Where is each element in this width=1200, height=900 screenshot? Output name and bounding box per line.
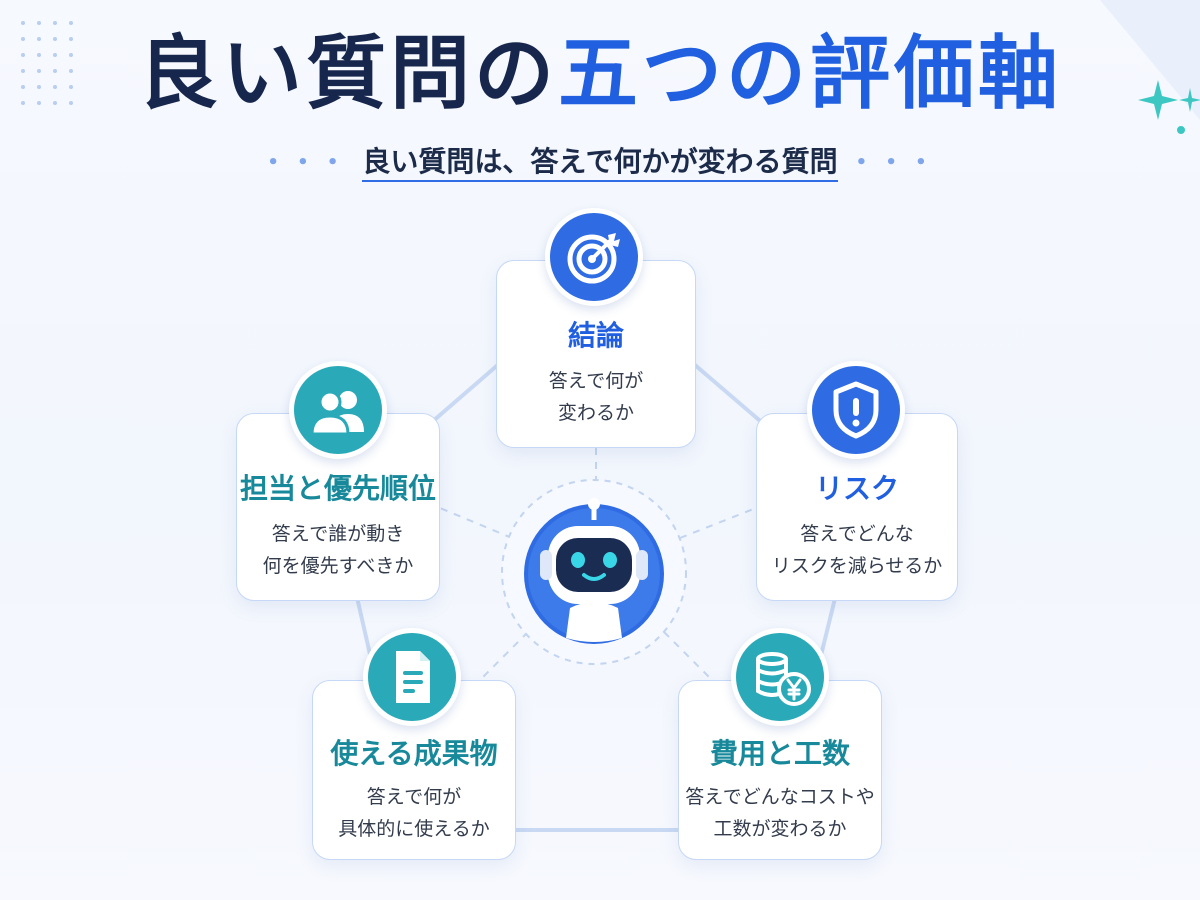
page-title: 良い質問の五つの評価軸	[0, 28, 1200, 120]
card-title: 担当と優先順位	[239, 472, 436, 505]
spoke-cost	[663, 631, 717, 685]
people-icon	[310, 390, 364, 436]
card-description-line: 工数が変わるか	[713, 818, 847, 841]
badge-deliverable	[363, 628, 461, 726]
card-description-line: 答えでどんなコストや	[685, 786, 875, 808]
card-description-line: リスクを減らせるか	[771, 555, 943, 578]
badge-owner-priority	[289, 361, 387, 459]
page-title-part1: 良い質問の	[138, 27, 558, 120]
card-description: 答えでどんな リスクを減らせるか	[757, 518, 957, 583]
badge-cost	[731, 628, 829, 726]
card-description: 答えでどんなコストや 工数が変わるか	[679, 781, 881, 846]
sparkle-icon	[1179, 88, 1200, 112]
page-title-part2: 五つの評価軸	[558, 27, 1062, 120]
subtitle-right-dots: • • •	[855, 152, 933, 174]
card-description: 答えで誰が動き 何を優先すべきか	[237, 518, 439, 583]
subtitle-row: • • • 良い質問は、答えで何かが変わる質問 • • •	[0, 142, 1200, 182]
subtitle-text: 良い質問は、答えで何かが変わる質問	[362, 145, 838, 182]
card-title: リスク	[814, 472, 899, 505]
spoke-deliverable	[475, 631, 529, 685]
card-title: 結論	[567, 319, 624, 352]
shield-alert-icon	[833, 381, 879, 439]
robot-icon	[524, 498, 664, 644]
center-robot	[498, 478, 690, 670]
card-description-line: 変わるか	[557, 402, 634, 425]
badge-conclusion	[545, 208, 643, 306]
card-description-line: 具体的に使えるか	[338, 818, 490, 841]
document-icon	[396, 651, 430, 703]
badge-risk	[807, 361, 905, 459]
card-title: 使える成果物	[330, 737, 498, 770]
card-description: 答えで何が 具体的に使えるか	[313, 781, 515, 846]
decorative-dot-grid	[21, 21, 73, 105]
target-icon	[567, 233, 620, 284]
sparkle-decoration	[1100, 0, 1200, 134]
card-description-line: 答えでどんな	[800, 523, 914, 545]
spoke-risk	[679, 507, 757, 539]
card-description-line: 答えで何が	[548, 370, 644, 392]
card-description: 答えで何が 変わるか	[497, 365, 695, 430]
card-description-line: 答えで何が	[366, 786, 462, 808]
card-description-line: 何を優先すべきか	[262, 555, 414, 578]
card-description-line: 答えで誰が動き	[271, 523, 405, 545]
coins-yen-icon	[756, 652, 811, 706]
sparkle-icon	[1138, 80, 1178, 120]
subtitle-left-dots: • • •	[267, 152, 345, 174]
card-title: 費用と工数	[709, 737, 850, 770]
